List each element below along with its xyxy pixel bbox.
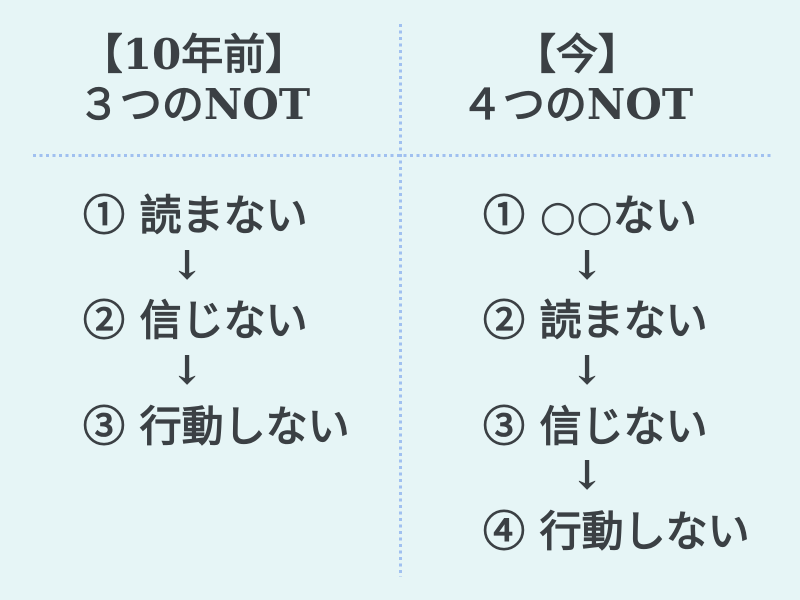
- column-now-steps: ① ○○ない↓② 読まない↓③ 信じない↓④ 行動しない: [483, 186, 750, 556]
- down-arrow: ↓: [170, 241, 204, 289]
- step-item: ① 読まない: [83, 190, 308, 240]
- step-item: ④ 行動しない: [483, 506, 750, 556]
- column-ten-years-ago-subtitle: ３つのNOT: [77, 80, 311, 129]
- step-item: ① ○○ない: [483, 190, 697, 240]
- column-ten-years-ago-steps: ① 読まない↓② 信じない↓③ 行動しない: [83, 186, 350, 451]
- column-now-header: 【今】 ４つのNOT: [400, 30, 800, 130]
- down-arrow: ↓: [570, 346, 604, 394]
- vertical-dotted-divider: [399, 24, 402, 577]
- horizontal-dotted-divider: [33, 154, 773, 157]
- column-now-subtitle: ４つのNOT: [460, 80, 694, 129]
- column-ten-years-ago-title: 【10年前】: [80, 30, 308, 79]
- column-ten-years-ago: 【10年前】 ３つのNOT ① 読まない↓② 信じない↓③ 行動しない: [0, 30, 400, 451]
- column-ten-years-ago-header: 【10年前】 ３つのNOT: [0, 30, 400, 130]
- step-item: ③ 信じない: [483, 401, 708, 451]
- column-now: 【今】 ４つのNOT ① ○○ない↓② 読まない↓③ 信じない↓④ 行動しない: [400, 0, 800, 600]
- step-item: ③ 行動しない: [83, 401, 350, 451]
- down-arrow: ↓: [570, 452, 604, 500]
- step-item: ② 読まない: [483, 296, 708, 346]
- down-arrow: ↓: [570, 241, 604, 289]
- column-now-title: 【今】: [513, 30, 640, 79]
- down-arrow: ↓: [170, 346, 204, 394]
- step-item: ② 信じない: [83, 296, 308, 346]
